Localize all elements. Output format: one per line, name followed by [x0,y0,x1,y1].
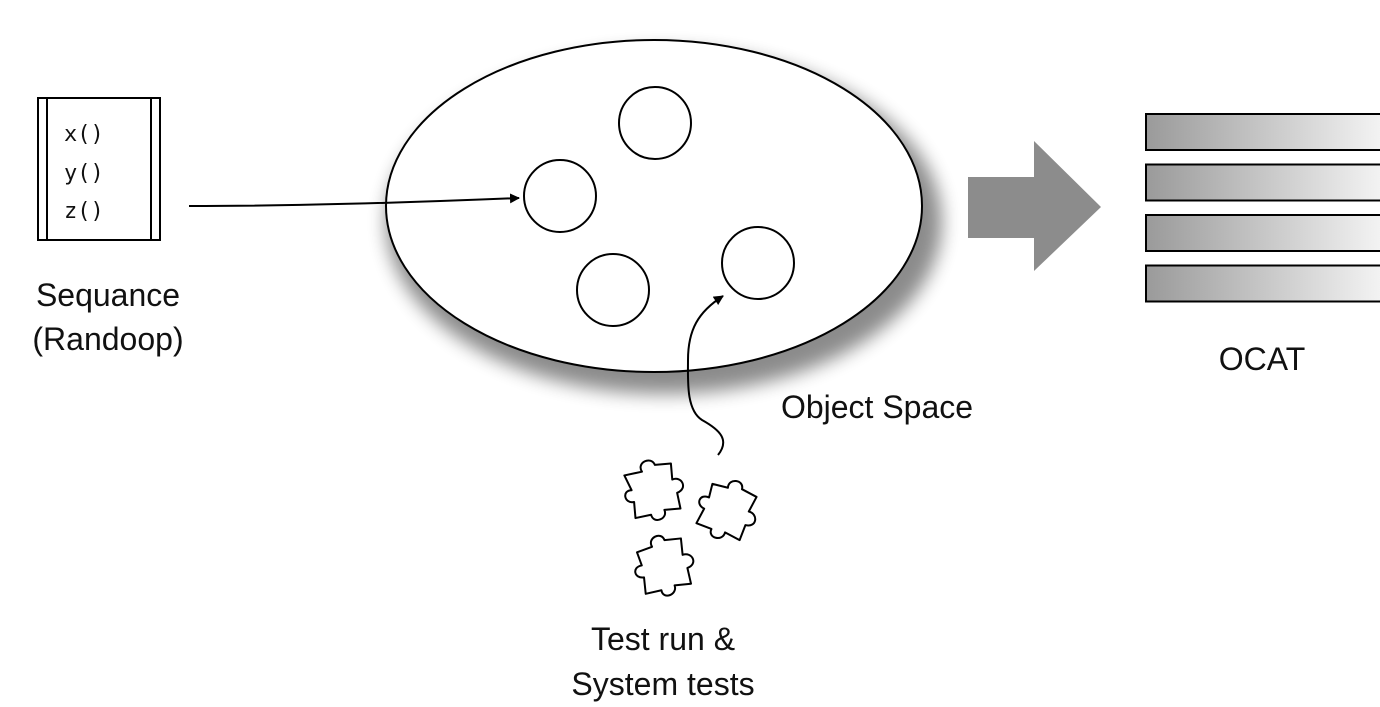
puzzle-pieces-icon [623,459,758,597]
code-line: x() [64,122,104,147]
object-circle [618,86,692,160]
tests-to-object-arrow [686,295,725,456]
ocat-stack [1145,113,1380,303]
tests-label-line-1: Test run & [591,621,735,657]
ocat-bar [1145,264,1380,303]
tests-label-line-2: System tests [571,666,754,702]
object-space-label: Object Space [781,389,973,425]
sequence-label-line-2: (Randoop) [32,321,183,357]
object-circle [721,226,795,300]
ocat-bar [1145,163,1380,202]
transform-arrow [968,141,1101,271]
code-line: z() [64,199,104,224]
ocat-bar [1145,214,1380,252]
sequence-document: x() y() z() [37,97,161,241]
sequence-to-object-arrow [188,193,520,207]
object-space-ellipse [385,39,942,394]
sequence-label-line-1: Sequance [36,277,180,313]
object-circle [576,253,650,327]
ocat-label: OCAT [1219,341,1306,377]
object-circle [523,159,597,233]
code-line: y() [64,161,104,186]
ocat-bar [1145,113,1380,151]
